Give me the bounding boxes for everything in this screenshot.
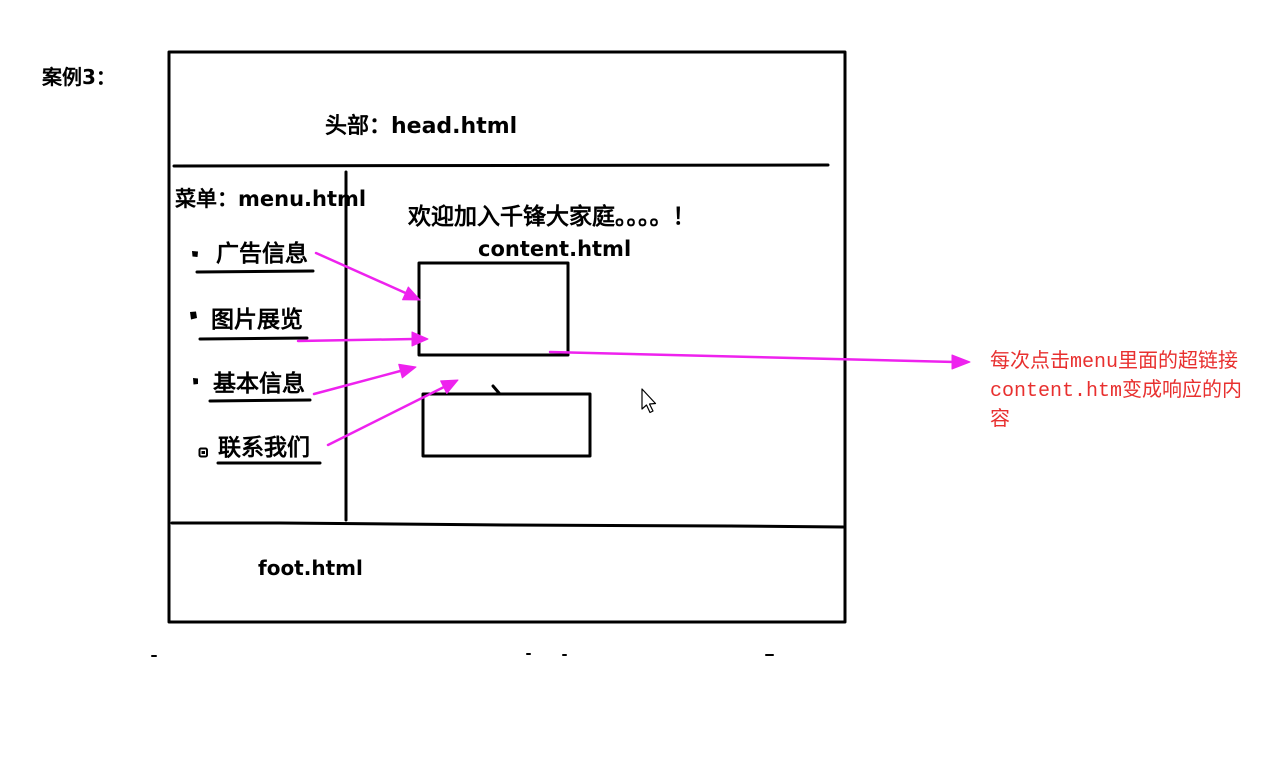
footer-divider xyxy=(170,521,845,529)
menu-item-label: 联系我们 xyxy=(218,434,310,461)
menu-item-basic-info: 基本信息 xyxy=(193,370,312,403)
header-divider xyxy=(172,163,830,168)
menu-item-label: 广告信息 xyxy=(216,240,308,267)
content-welcome-text: 欢迎加入千锋大家庭。。。。！ xyxy=(407,203,696,230)
menu-item-underline xyxy=(198,336,309,341)
menu-item-label: 基本信息 xyxy=(213,370,305,397)
annotation-line: 容 xyxy=(990,407,1010,432)
arrow-gallery-to-content xyxy=(296,331,429,347)
footer-label: foot.html xyxy=(258,556,363,580)
bullet-icon xyxy=(198,447,208,458)
arrow-ads-to-content xyxy=(314,251,421,301)
menu-item-underline xyxy=(208,398,312,403)
stray-marks xyxy=(151,653,774,657)
annotation-note: 每次点击menu里面的超链接 content.htm变成响应的内 容 xyxy=(990,349,1242,432)
content-label: content.html xyxy=(478,237,631,261)
content-box-bottom xyxy=(421,392,592,458)
bullet-icon xyxy=(190,311,197,320)
menu-item-underline xyxy=(195,269,315,274)
arrow-basic-info-to-content xyxy=(312,363,417,396)
menu-label: 菜单：menu.html xyxy=(174,187,366,211)
bullet-icon xyxy=(193,378,198,385)
menu-item-label: 图片展览 xyxy=(211,306,303,333)
mouse-pointer-icon xyxy=(641,388,657,414)
case-title: 案例3： xyxy=(41,65,116,89)
header-label: 头部：head.html xyxy=(325,113,517,139)
menu-item-contact: 联系我们 xyxy=(198,434,322,465)
page-frame xyxy=(167,50,847,624)
arrow-content-to-note xyxy=(548,350,971,370)
annotation-line: 每次点击menu里面的超链接 xyxy=(990,349,1238,374)
menu-item-gallery: 图片展览 xyxy=(190,306,309,341)
annotation-line: content.htm变成响应的内 xyxy=(990,378,1242,403)
arrow-contact-to-content xyxy=(326,379,459,447)
menu-item-ads: 广告信息 xyxy=(192,240,315,274)
stray-mark xyxy=(491,384,501,395)
content-box-top xyxy=(417,261,570,357)
bullet-icon xyxy=(192,251,198,257)
